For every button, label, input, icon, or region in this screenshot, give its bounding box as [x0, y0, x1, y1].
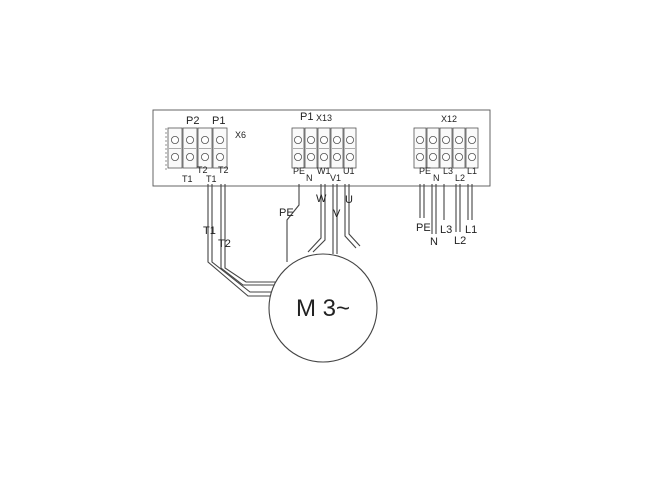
wire-label-u: U: [345, 194, 353, 206]
wire-t2-b: [224, 184, 277, 283]
supply-label-pe: PE: [416, 222, 431, 234]
x13-terminal-screw: [332, 135, 341, 144]
x12-terminal: [426, 127, 440, 169]
x12-terminal-screw: [441, 152, 450, 161]
x6-terminal: [167, 127, 183, 169]
wire-pe-motor: [286, 184, 300, 262]
x12-terminal-screw: [428, 152, 437, 161]
x6-terminal-screw: [170, 152, 179, 161]
x6-terminal-label-t2-a: T2: [197, 165, 208, 175]
x6-terminal: [212, 127, 228, 169]
x12-terminal-screw: [441, 135, 450, 144]
x13-terminal-screw: [332, 152, 341, 161]
x13-terminal: [343, 127, 357, 169]
wire-w-b: [312, 184, 326, 253]
wire-t2-a: [220, 184, 275, 286]
x13-terminal-label-u1: U1: [343, 166, 355, 176]
x12-terminal: [452, 127, 466, 169]
x13-terminal: [291, 127, 305, 169]
x12-block-label: X12: [441, 114, 457, 124]
x6-terminal-screw: [170, 135, 179, 144]
x12-terminal-screw: [415, 152, 424, 161]
x6-terminal-screw: [200, 135, 209, 144]
supply-label-l3: L3: [440, 224, 452, 236]
x13-terminal-label-pe: PE: [293, 166, 305, 176]
x13-terminal-screw: [319, 152, 328, 161]
wire-label-w: W: [316, 193, 327, 205]
x13-terminal-screw: [306, 135, 315, 144]
x12-terminal-label-n: N: [433, 173, 440, 183]
x12-terminal-screw: [454, 135, 463, 144]
x12-terminal: [465, 127, 479, 169]
supply-label-l1: L1: [465, 224, 477, 236]
x12-terminal-screw: [467, 135, 476, 144]
x13-terminal-screw: [345, 152, 354, 161]
terminal-block-x6: P2 P1 X6 T1 T2 T1 T2: [167, 115, 246, 184]
wire-u-a: [344, 184, 357, 249]
x6-terminal-label-t1-a: T1: [182, 174, 193, 184]
x6-terminal: [197, 127, 213, 169]
x13-group-label-p1: P1: [300, 111, 313, 123]
x13-terminal-screw: [345, 135, 354, 144]
x13-terminal: [330, 127, 344, 169]
wire-label-t1: T1: [203, 225, 216, 237]
x13-terminal: [317, 127, 331, 169]
x6-terminal-screw: [200, 152, 209, 161]
motor-symbol: [268, 253, 378, 363]
x6-terminal-label-t2-b: T2: [218, 165, 229, 175]
x13-terminal-label-w1: W1: [317, 166, 331, 176]
wire-label-pe: PE: [279, 207, 294, 219]
x12-terminal-label-l1: L1: [467, 166, 477, 176]
x6-terminal-screw: [215, 135, 224, 144]
x13-terminal-screw: [306, 152, 315, 161]
x12-terminal-label-pe: PE: [419, 166, 431, 176]
x12-terminal: [413, 127, 427, 169]
x12-terminal-label-l2: L2: [455, 173, 465, 183]
wire-label-t2: T2: [218, 238, 231, 250]
supply-label-n: N: [430, 236, 438, 248]
x12-terminal-screw: [428, 135, 437, 144]
x13-terminal-label-v1: V1: [330, 173, 341, 183]
x6-block-label: X6: [235, 130, 246, 140]
x12-terminal-screw: [467, 152, 476, 161]
x12-terminal: [439, 127, 453, 169]
x6-group-label-p1: P1: [212, 115, 225, 127]
wire-t1-a: [207, 184, 272, 297]
wire-w-a: [307, 184, 322, 253]
x6-terminal-screw: [185, 135, 194, 144]
terminal-block-x12: X12 PE N L3 L2 L1: [413, 114, 479, 183]
supply-label-l2: L2: [454, 235, 466, 247]
x13-terminal: [304, 127, 318, 169]
x6-group-label-p2: P2: [186, 115, 199, 127]
terminal-block-x13: P1 X13 PE N W1 V1 U1: [291, 111, 357, 183]
x12-terminal-screw: [415, 135, 424, 144]
motor-label: M 3~: [296, 295, 350, 322]
x6-terminal: [182, 127, 198, 169]
x12-terminal-screw: [454, 152, 463, 161]
x6-terminal-label-t1-b: T1: [206, 174, 217, 184]
wire-u-b: [348, 184, 361, 247]
x13-block-label: X13: [316, 113, 332, 123]
x13-terminal-screw: [319, 135, 328, 144]
x6-terminal-screw: [215, 152, 224, 161]
x12-terminal-label-l3: L3: [443, 166, 453, 176]
wire-label-v: V: [333, 208, 341, 220]
x6-terminal-screw: [185, 152, 194, 161]
x13-terminal-screw: [293, 135, 302, 144]
x13-terminal-screw: [293, 152, 302, 161]
wire-t1-b: [211, 184, 272, 293]
x13-terminal-label-n: N: [306, 173, 313, 183]
